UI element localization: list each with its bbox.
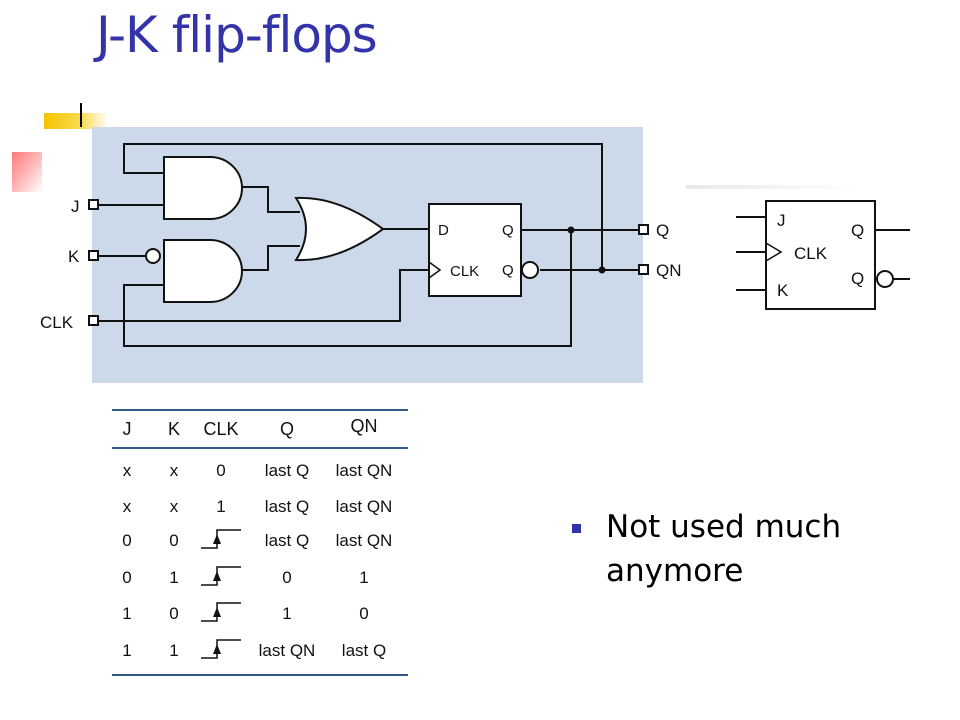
and-gate-top bbox=[163, 156, 243, 220]
jk-symbol: J CLK K Q Q bbox=[736, 200, 910, 310]
jk-symbol-q-label: Q bbox=[851, 221, 864, 240]
junction-qn bbox=[598, 266, 606, 274]
table-row: 1 1 last QN last Q bbox=[122, 639, 386, 660]
decorative-tick bbox=[80, 103, 82, 127]
table-cell: last QN bbox=[336, 461, 393, 480]
jk-symbol-box bbox=[765, 200, 876, 310]
input-label-clk: CLK bbox=[40, 313, 74, 332]
rising-edge-arrow-icon bbox=[213, 534, 221, 544]
k-terminal bbox=[88, 250, 99, 261]
output-label-qn: QN bbox=[656, 261, 682, 280]
table-cell: 0 bbox=[282, 568, 291, 587]
or-gate bbox=[294, 196, 385, 262]
table-row: 0 1 0 1 bbox=[122, 566, 369, 587]
dff-qbar-label: Q bbox=[502, 262, 514, 279]
table-cell: 0 bbox=[216, 461, 225, 480]
jk-symbol-clock-triangle bbox=[765, 242, 783, 262]
table-cell: x bbox=[170, 497, 179, 516]
rising-edge-arrow-icon bbox=[213, 607, 221, 617]
dff-clk-label: CLK bbox=[450, 263, 479, 280]
table-cell: last Q bbox=[342, 641, 386, 660]
table-cell: 0 bbox=[122, 568, 131, 587]
jk-symbol-qbar-label: Q bbox=[851, 269, 864, 288]
rising-edge-icon bbox=[201, 602, 241, 622]
table-cell: x bbox=[170, 461, 179, 480]
dff-q-label: Q bbox=[502, 222, 514, 239]
wire-qn-feedback bbox=[123, 143, 603, 270]
table-row: 0 0 last Q last QN bbox=[122, 529, 393, 550]
input-label-j: J bbox=[71, 197, 80, 216]
slide-title: J-K flip-flops bbox=[96, 6, 378, 64]
table-cell: 1 bbox=[282, 604, 291, 623]
table-cell: last QN bbox=[336, 497, 393, 516]
table-cell: x bbox=[123, 461, 132, 480]
table-header-q: Q bbox=[280, 419, 294, 439]
bullet-text: Not used much anymore bbox=[606, 509, 842, 589]
bullet-marker bbox=[572, 524, 581, 533]
output-label-q: Q bbox=[656, 221, 669, 240]
table-cell: 1 bbox=[169, 641, 178, 660]
table-cell: 1 bbox=[122, 641, 131, 660]
decorative-gray-line bbox=[686, 185, 866, 189]
table-cell: last Q bbox=[265, 461, 309, 480]
circuit-wires bbox=[98, 143, 641, 347]
q-terminal bbox=[638, 224, 649, 235]
table-cell: 0 bbox=[169, 604, 178, 623]
table-cell: 1 bbox=[359, 568, 368, 587]
decorative-yellow-bar bbox=[44, 113, 108, 129]
table-cell: 1 bbox=[122, 604, 131, 623]
table-header-qn: QN bbox=[351, 416, 378, 436]
wire-and1-or bbox=[242, 186, 300, 213]
dff-clock-triangle bbox=[428, 261, 442, 279]
wire-and2-or bbox=[242, 245, 300, 271]
table-cell: 1 bbox=[216, 497, 225, 516]
table-cell: 0 bbox=[359, 604, 368, 623]
and-gate-bottom bbox=[163, 239, 243, 303]
jk-symbol-clk-label: CLK bbox=[794, 244, 828, 263]
table-cell: last QN bbox=[336, 531, 393, 550]
wire-clk bbox=[98, 269, 429, 322]
rising-edge-icon bbox=[201, 566, 241, 586]
table-cell: x bbox=[123, 497, 132, 516]
table-row: 1 0 1 0 bbox=[122, 602, 369, 623]
table-row: x x 1 last Q last QN bbox=[123, 497, 393, 516]
decorative-red-block bbox=[12, 152, 42, 192]
dff-d-label: D bbox=[438, 222, 449, 239]
table-cell: last Q bbox=[265, 497, 309, 516]
rising-edge-icon bbox=[201, 639, 241, 659]
wire-q-feedback bbox=[123, 230, 572, 347]
rising-edge-arrow-icon bbox=[213, 644, 221, 654]
table-header-j: J bbox=[123, 419, 132, 439]
j-terminal bbox=[88, 199, 99, 210]
table-cell: last QN bbox=[259, 641, 316, 660]
table-cell: 0 bbox=[122, 531, 131, 550]
rising-edge-arrow-icon bbox=[213, 571, 221, 581]
d-flip-flop bbox=[428, 203, 522, 297]
rising-edge-icon bbox=[201, 529, 241, 549]
table-cell: 1 bbox=[169, 568, 178, 587]
jk-symbol-k-label: K bbox=[777, 281, 789, 300]
jk-symbol-j-label: J bbox=[777, 211, 786, 230]
table-cell: 0 bbox=[169, 531, 178, 550]
table-cell: last Q bbox=[265, 531, 309, 550]
dff-qn-bubble bbox=[521, 261, 539, 279]
jk-symbol-qbar-bubble bbox=[876, 270, 894, 288]
clk-terminal bbox=[88, 315, 99, 326]
k-inverter-bubble bbox=[145, 248, 161, 264]
table-row: x x 0 last Q last QN bbox=[123, 461, 393, 480]
input-label-k: K bbox=[68, 247, 80, 266]
table-header-k: K bbox=[168, 419, 180, 439]
qn-terminal bbox=[638, 264, 649, 275]
table-header-clk: CLK bbox=[203, 419, 238, 439]
junction-q bbox=[567, 226, 575, 234]
